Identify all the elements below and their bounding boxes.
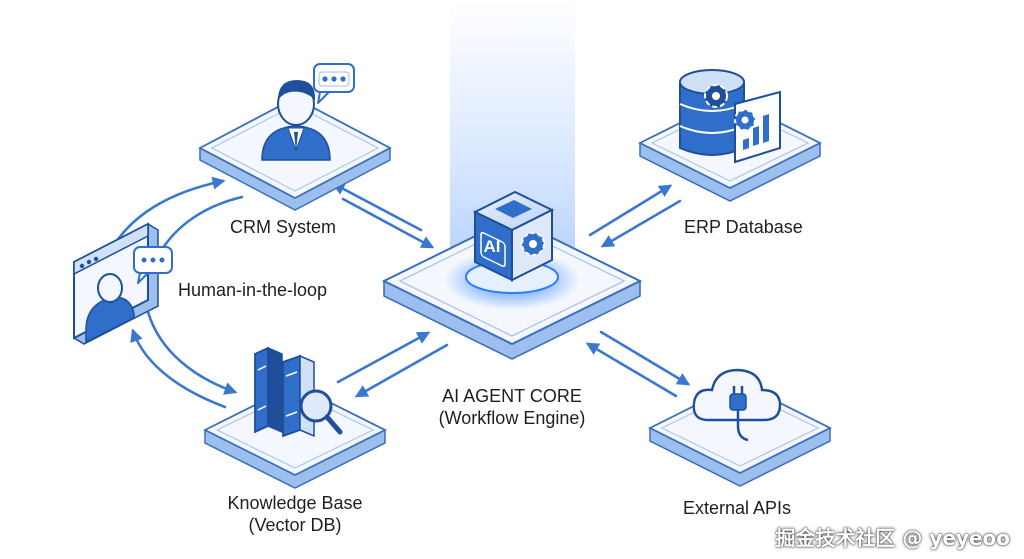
user-avatar-chat-icon	[261, 63, 355, 161]
core-chip-label: AI	[484, 237, 501, 256]
external-platform	[647, 368, 833, 487]
arrow-core-to-crm	[331, 182, 423, 232]
arrow-core-to-knowledge	[354, 343, 449, 398]
arrow-core-to-erp	[588, 184, 673, 237]
erp-platform	[637, 69, 823, 202]
arrow-knowledge-to-human	[130, 328, 227, 409]
arrow-crm-to-core	[341, 197, 435, 249]
external-label: External APIs	[683, 498, 792, 518]
erp-label: ERP Database	[684, 217, 803, 237]
books-magnifier-icon	[254, 346, 343, 438]
video-call-chat-icon	[85, 246, 173, 344]
core-platform: AI	[381, 0, 643, 360]
cloud-plug-icon	[692, 368, 782, 442]
arrow-core-to-external	[599, 330, 691, 386]
knowledge-label: Knowledge Base (Vector DB)	[200, 492, 390, 536]
database-gear-chart-icon	[679, 69, 781, 164]
core-label: AI AGENT CORE (Workflow Engine)	[412, 385, 612, 429]
knowledge-label-title: Knowledge Base	[227, 493, 363, 513]
arrow-erp-to-core	[600, 199, 682, 248]
knowledge-label-subtitle: (Vector DB)	[248, 515, 342, 535]
core-label-subtitle: (Workflow Engine)	[438, 408, 586, 428]
crm-platform	[198, 63, 392, 211]
arrow-external-to-core	[585, 342, 678, 398]
core-label-title: AI AGENT CORE	[442, 386, 582, 406]
watermark: 掘金技术社区 @ yeyeoo	[775, 526, 1010, 550]
arrow-knowledge-to-core	[336, 331, 431, 384]
knowledge-platform	[202, 346, 388, 489]
arrow-human-to-knowledge	[146, 310, 238, 395]
human-panel	[73, 222, 173, 345]
human-label: Human-in-the-loop	[178, 280, 328, 300]
ai-cube-gear-icon	[472, 190, 555, 282]
crm-label: CRM System	[230, 217, 337, 237]
